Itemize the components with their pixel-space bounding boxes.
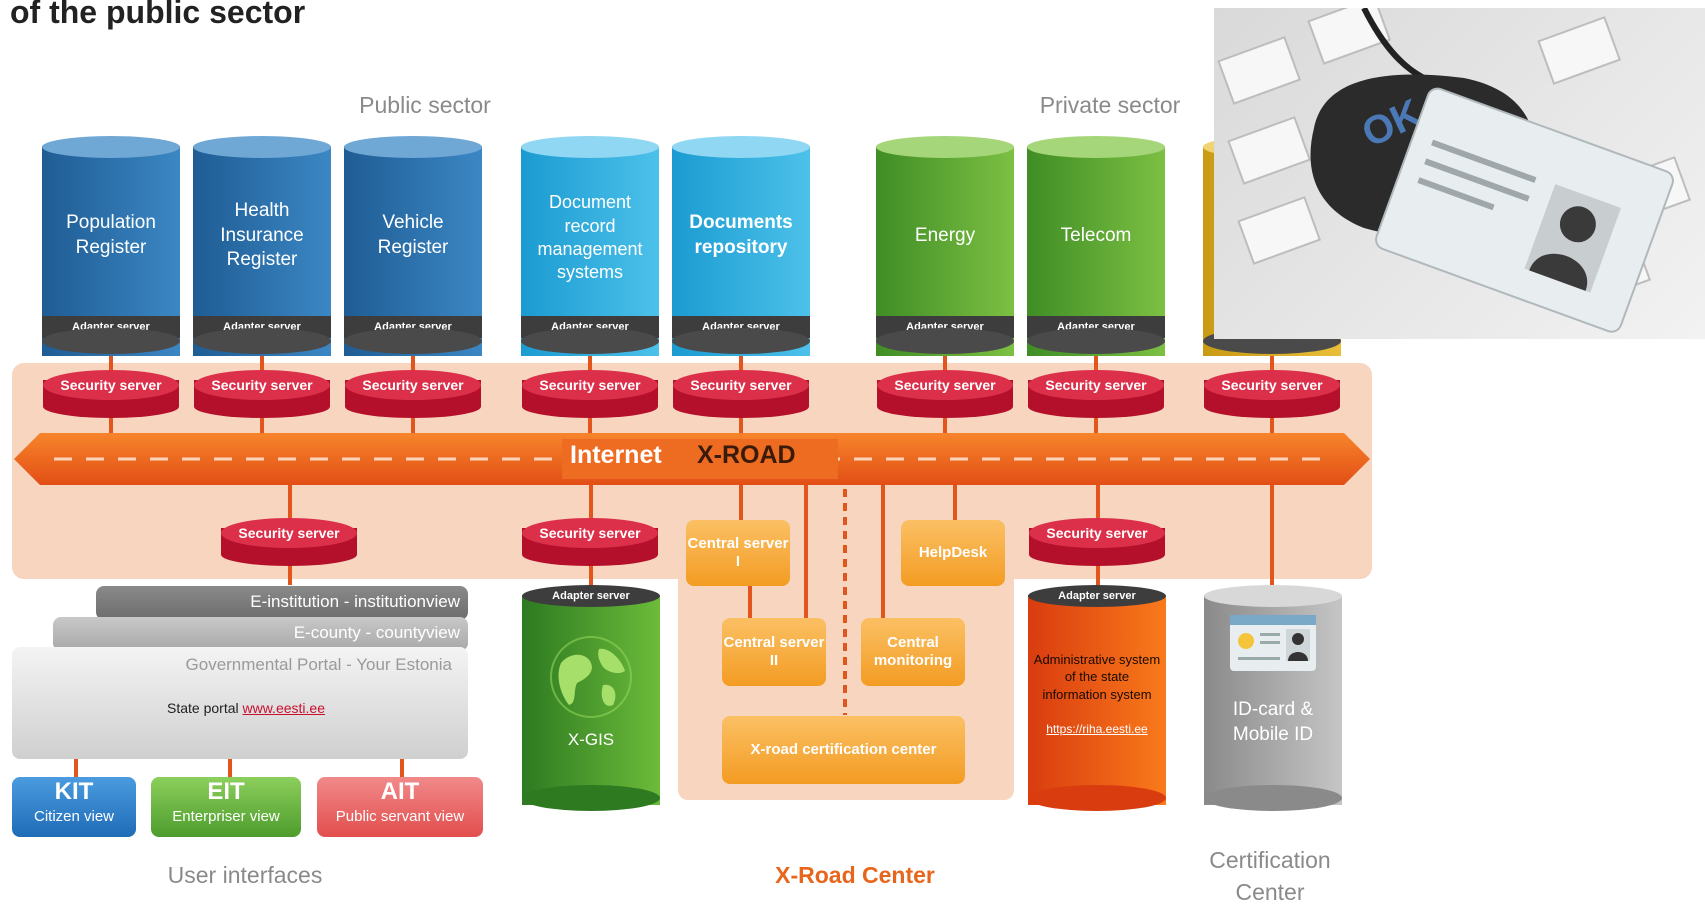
private-sector-label: Private sector [1039, 92, 1181, 118]
wire [953, 475, 957, 520]
db-label: Health Insurance Register [220, 199, 304, 271]
xroad-certification-center: X-road certification center [722, 716, 965, 784]
vehicle-register-db: Vehicle Register Adapter server [344, 136, 482, 356]
db-label: Population Register [66, 212, 156, 258]
security-server: Security server [522, 518, 658, 576]
wire [74, 755, 78, 777]
central-server-2: Central server II [722, 618, 826, 686]
globe-icon [550, 636, 632, 718]
xgis-label: X-GIS [567, 729, 615, 749]
internet-label: Internet [570, 441, 662, 469]
energy-db: Energy Adapter server [876, 136, 1014, 356]
adapter-server-label: Adapter server [552, 590, 630, 602]
governmental-portal: Governmental Portal - Your Estonia State… [12, 647, 468, 759]
db-label: Vehicle Register [377, 212, 449, 258]
db-label: Energy [914, 224, 976, 246]
id-card-label: ID-card & Mobile ID [1232, 699, 1314, 745]
security-server: Security server [345, 370, 481, 428]
security-server: Security server [1028, 370, 1164, 428]
xroad-label: X-ROAD [697, 441, 796, 469]
admin-system-label: Administrative system of the state infor… [1033, 651, 1161, 702]
population-register-db: Population Register Adapter server [42, 136, 180, 356]
wire [400, 755, 404, 777]
user-interfaces-label: User interfaces [167, 862, 323, 888]
wire [739, 475, 743, 525]
kit-citizen-view: KIT Citizen view [12, 777, 136, 837]
page-title: of the public sector [10, 0, 306, 30]
keyboard-image: OK [1217, 8, 1692, 333]
public-sector-label: Public sector [359, 92, 491, 118]
security-server: Security server [1204, 370, 1340, 428]
db-label: Telecom [1060, 224, 1132, 246]
helpdesk-box: HelpDesk [901, 520, 1005, 586]
riha-link[interactable]: https://riha.eesti.ee [1046, 722, 1148, 737]
security-server: Security server [221, 518, 357, 576]
id-card-db: ID-card & Mobile ID [1204, 585, 1342, 811]
ait-public-servant-view: AIT Public servant view [317, 777, 483, 837]
wire [804, 475, 808, 620]
wire [228, 755, 232, 777]
eit-enterpriser-view: EIT Enterpriser view [151, 777, 301, 837]
id-card-reader-photo: OK [1214, 8, 1705, 339]
xroad-arrow [14, 433, 1370, 485]
documents-repository-db: Documents repository Adapter server [672, 136, 810, 356]
e-institution-portal: E-institution - institutionview [96, 586, 468, 620]
document-record-db: Document record management systems Adapt… [521, 136, 659, 356]
db-label: Documents repository [689, 212, 793, 258]
wire [1270, 475, 1274, 585]
wire [881, 475, 885, 620]
state-portal-label: State portal [167, 700, 243, 716]
security-server: Security server [43, 370, 179, 428]
security-server: Security server [1029, 518, 1165, 576]
health-insurance-register-db: Health Insurance Register Adapter server [193, 136, 331, 356]
central-monitoring: Central monitoring [861, 618, 965, 686]
security-server: Security server [522, 370, 658, 428]
security-server: Security server [194, 370, 330, 428]
db-label: Document record management systems [537, 192, 643, 283]
id-card-icon [1230, 615, 1316, 671]
security-server: Security server [877, 370, 1013, 428]
administrative-system-db: Adapter server Administrative system of … [1028, 585, 1166, 811]
certification-center-label: Certification Center [1209, 847, 1331, 904]
e-county-portal: E-county - countyview [53, 617, 468, 651]
dashed-wire [843, 475, 847, 715]
central-server-1: Central server I [686, 520, 790, 586]
telecom-db: Telecom Adapter server [1027, 136, 1165, 356]
xgis-db: Adapter server X-GIS [522, 585, 660, 811]
wire [748, 580, 752, 620]
security-server: Security server [673, 370, 809, 428]
state-portal-link[interactable]: www.eesti.ee [242, 700, 325, 716]
adapter-server-label: Adapter server [1058, 590, 1136, 602]
xroad-center-label: X-Road Center [775, 862, 935, 888]
